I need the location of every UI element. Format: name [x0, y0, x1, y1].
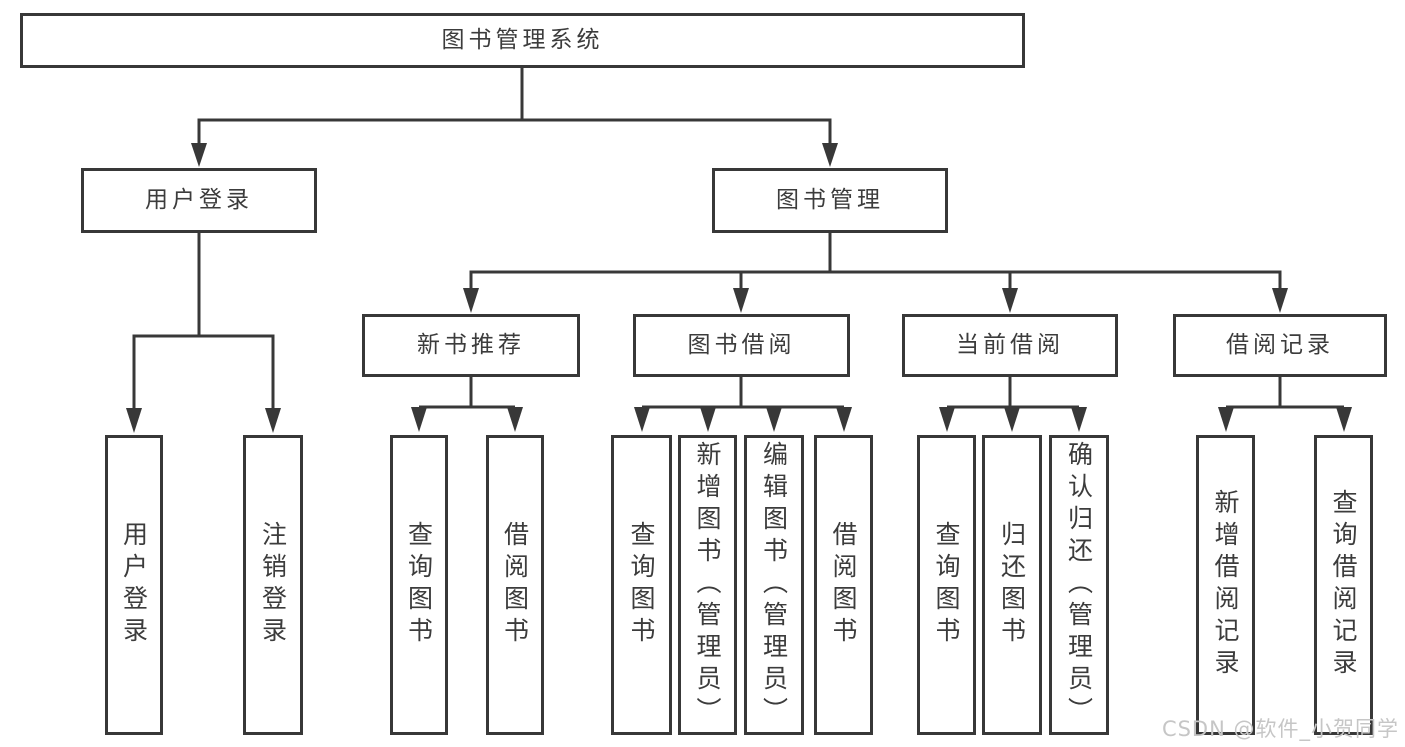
node-user-login: 用户登录 [81, 168, 317, 233]
node-book-management: 图书管理 [712, 168, 948, 233]
leaf-recommend-borrow-books-label: 借阅图书 [500, 521, 530, 649]
leaf-recommend-borrow-books: 借阅图书 [486, 435, 544, 735]
leaf-records-add-record: 新增借阅记录 [1196, 435, 1255, 735]
leaf-records-query-record-label: 查询借阅记录 [1329, 489, 1358, 681]
leaf-current-confirm-return-admin-label: 确认归还（管理员） [1064, 441, 1094, 729]
leaf-borrow-query-books-label: 查询图书 [627, 521, 656, 649]
node-new-book-recommendation-label: 新书推荐 [417, 331, 525, 358]
leaf-logout-label: 注销登录 [258, 521, 288, 649]
node-new-book-recommendation: 新书推荐 [362, 314, 580, 377]
leaf-recommend-query-books-label: 查询图书 [404, 521, 434, 649]
node-current-borrowing: 当前借阅 [902, 314, 1118, 377]
leaf-records-query-record: 查询借阅记录 [1314, 435, 1373, 735]
leaf-recommend-query-books: 查询图书 [390, 435, 448, 735]
node-root-label: 图书管理系统 [441, 26, 604, 53]
leaf-current-return-books: 归还图书 [982, 435, 1042, 735]
node-root: 图书管理系统 [20, 13, 1025, 68]
leaf-current-confirm-return-admin: 确认归还（管理员） [1049, 435, 1109, 735]
leaf-current-query-books: 查询图书 [917, 435, 976, 735]
leaf-records-add-record-label: 新增借阅记录 [1211, 489, 1240, 681]
leaf-user-login-label: 用户登录 [119, 521, 149, 649]
leaf-logout: 注销登录 [243, 435, 303, 735]
leaf-borrow-edit-books-admin: 编辑图书（管理员） [744, 435, 804, 735]
node-current-borrowing-label: 当前借阅 [956, 331, 1064, 358]
leaf-borrow-edit-books-admin-label: 编辑图书（管理员） [759, 441, 789, 729]
node-user-login-label: 用户登录 [145, 186, 253, 213]
leaf-user-login: 用户登录 [105, 435, 163, 735]
leaf-borrow-query-books: 查询图书 [611, 435, 672, 735]
node-book-management-label: 图书管理 [776, 186, 884, 213]
leaf-borrow-borrow-books: 借阅图书 [814, 435, 873, 735]
leaf-current-query-books-label: 查询图书 [932, 521, 961, 649]
leaf-current-return-books-label: 归还图书 [997, 521, 1027, 649]
node-book-borrowing: 图书借阅 [633, 314, 850, 377]
leaf-borrow-add-books-admin-label: 新增图书（管理员） [693, 441, 722, 729]
leaf-borrow-borrow-books-label: 借阅图书 [829, 521, 858, 649]
leaf-borrow-add-books-admin: 新增图书（管理员） [678, 435, 737, 735]
node-borrowing-records-label: 借阅记录 [1226, 331, 1334, 358]
node-borrowing-records: 借阅记录 [1173, 314, 1387, 377]
node-book-borrowing-label: 图书借阅 [687, 331, 796, 358]
csdn-watermark: CSDN @软件_小贺同学 [1161, 717, 1399, 741]
